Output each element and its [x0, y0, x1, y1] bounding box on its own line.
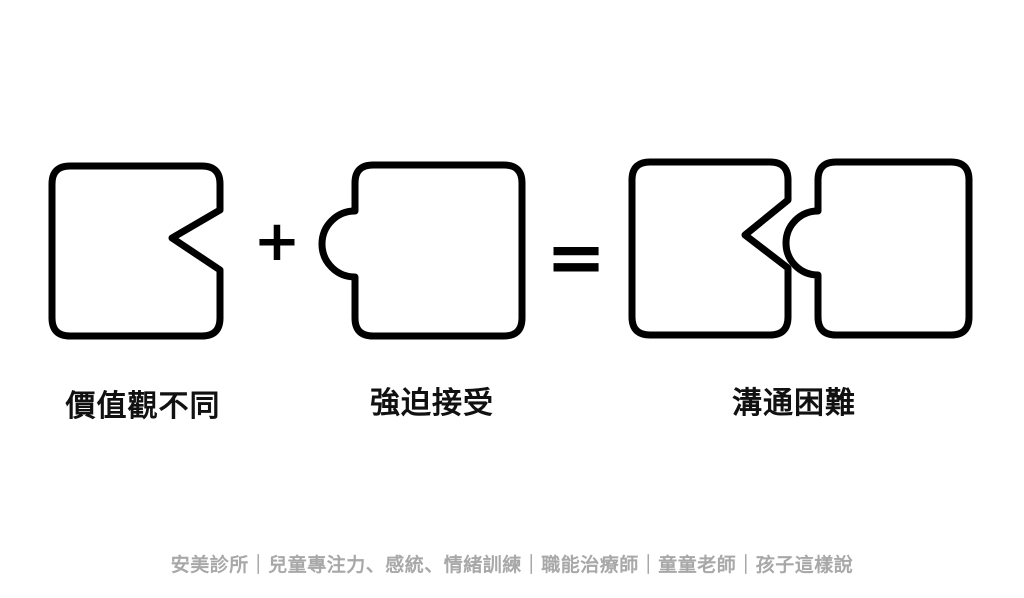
puzzle-piece-notched-combined [628, 158, 792, 339]
plus-sign: + [254, 209, 301, 274]
puzzle-piece-rounded [318, 161, 526, 340]
puzzle-piece-notched [48, 162, 224, 340]
caption-forced-acceptance: 強迫接受 [370, 386, 494, 421]
caption-communication-difficulty: 溝通困難 [732, 386, 856, 421]
caption-different-values: 價值觀不同 [65, 389, 221, 424]
equals-sign: = [546, 215, 606, 299]
footer-credit: 安美診所｜兒童專注力、感統、情緒訓練｜職能治療師｜童童老師｜孩子這樣說 [170, 554, 854, 576]
puzzle-piece-rounded-combined [782, 158, 973, 339]
